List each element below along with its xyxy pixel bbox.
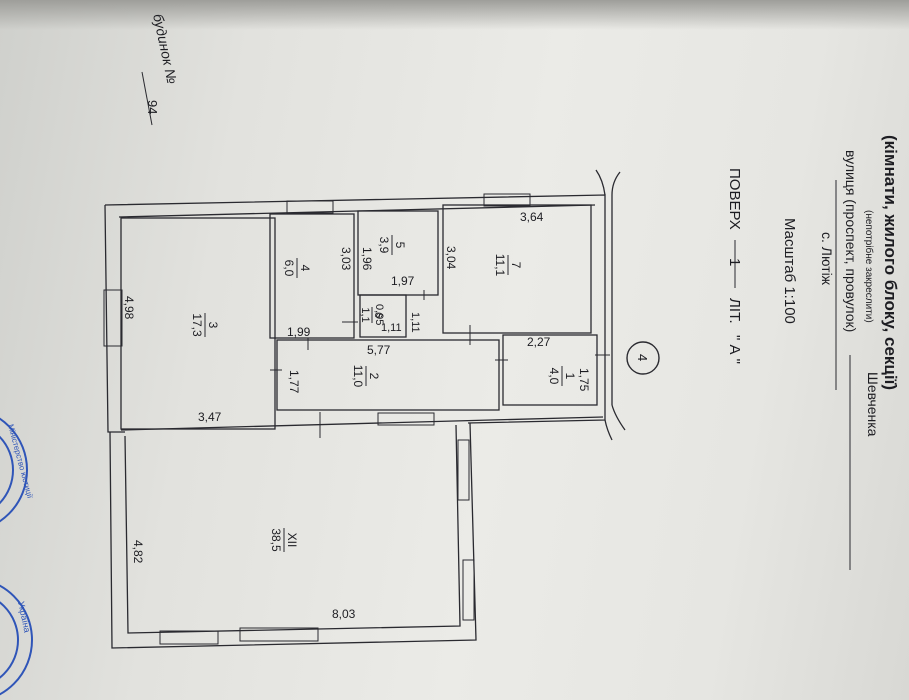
dim-111a: 1,11 xyxy=(381,322,402,334)
room-1-area: 4,0 xyxy=(547,368,561,385)
dim-498: 4,98 xyxy=(122,296,136,320)
room-7-area: 11,1 xyxy=(493,254,507,277)
room-7-number: 7 xyxy=(509,262,523,269)
dim-227: 2,27 xyxy=(527,335,551,349)
plan-walls xyxy=(103,169,626,649)
building-label: будинок № xyxy=(150,12,180,85)
room-2-area: 11,0 xyxy=(351,365,365,388)
header-subtitle: (непотрібне закреслити) xyxy=(863,210,875,323)
room-4-outline xyxy=(269,213,355,339)
dim-095: 0,95 xyxy=(373,304,385,325)
stamp-bottom-text: Україна xyxy=(16,600,32,633)
document-header: (кімнати, жилого блоку, секції) (непотрі… xyxy=(141,12,900,570)
dimension-labels: 3,64 3,04 3,03 1,96 1,97 0,95 1,11 1,1 1 … xyxy=(122,210,591,621)
room-5-number: 5 xyxy=(393,242,407,249)
room-2-number: 2 xyxy=(367,373,381,380)
scale-label: Масштаб 1:100 xyxy=(781,218,798,324)
floor-number: 1 xyxy=(726,258,743,266)
window xyxy=(462,559,475,621)
section-marker: 4 xyxy=(626,341,660,375)
room-4-area: 6,0 xyxy=(282,260,296,277)
room-xii-area: 38,5 xyxy=(269,528,283,552)
room-1-outline xyxy=(502,334,598,406)
room-2-outline xyxy=(276,339,500,411)
room-7: 7 11,1 xyxy=(493,254,523,277)
room-labels: 7 11,1 5 3,9 4 6,0 3 17,3 6 1,1 1 4,0 xyxy=(190,235,577,552)
dim-803: 8,03 xyxy=(332,607,356,621)
street-name: Шевченка xyxy=(865,372,881,437)
window xyxy=(286,200,334,214)
window xyxy=(159,630,219,645)
letter-label: ЛІТ. xyxy=(726,298,743,324)
room-3-number: 3 xyxy=(206,322,220,329)
room-6-area: 1,1 xyxy=(359,307,371,322)
dim-304: 3,04 xyxy=(444,246,458,270)
letter-value: " А " xyxy=(726,335,743,364)
dim-199: 1,99 xyxy=(287,325,311,339)
room-6-number: 6 xyxy=(372,312,384,318)
dim-577: 5,77 xyxy=(367,343,391,357)
page-edge-shadow xyxy=(0,0,909,30)
settlement-name: с. Лютіж xyxy=(819,232,835,286)
dim-303: 3,03 xyxy=(339,247,353,271)
room-2: 2 11,0 xyxy=(351,365,381,388)
room-3: 3 17,3 xyxy=(190,313,220,337)
room-4-number: 4 xyxy=(298,265,312,272)
dim-482: 4,82 xyxy=(131,540,145,564)
room-6: 6 1,1 xyxy=(359,307,384,323)
section-marker-number: 4 xyxy=(635,354,650,361)
dim-347: 3,47 xyxy=(198,410,222,424)
header-title: (кімнати, жилого блоку, секції) xyxy=(881,135,900,390)
room-1-number: 1 xyxy=(563,373,577,380)
dim-196: 1,96 xyxy=(360,247,374,271)
room-3-outline xyxy=(120,217,276,430)
room-1: 1 4,0 xyxy=(547,366,577,386)
building-number: 94 xyxy=(145,100,160,114)
room-7-outline xyxy=(442,204,592,334)
window xyxy=(103,289,123,347)
room-5-area: 3,9 xyxy=(377,237,391,254)
room-xii: XII 38,5 xyxy=(269,528,299,552)
dim-177: 1,77 xyxy=(287,370,301,394)
window xyxy=(457,439,470,501)
room-4: 4 6,0 xyxy=(282,258,312,278)
room-3-area: 17,3 xyxy=(190,313,204,337)
dim-364: 3,64 xyxy=(520,210,544,224)
dim-111b: 1,11 xyxy=(409,312,421,333)
dim-197: 1,97 xyxy=(391,274,415,288)
building-underline xyxy=(141,71,153,126)
room-6-outline xyxy=(359,294,407,338)
stamp-bottom: Україна xyxy=(0,584,33,696)
room-5: 5 3,9 xyxy=(377,235,407,255)
window xyxy=(377,412,435,426)
window xyxy=(483,193,531,207)
dim-175: 1,75 xyxy=(577,368,591,392)
street-label: вулиця (проспект, провулок) xyxy=(843,150,859,332)
window xyxy=(239,627,319,642)
stamp-top: Міністерство юстиції xyxy=(0,417,35,523)
room-xii-number: XII xyxy=(285,533,299,548)
floor-label: ПОВЕРХ xyxy=(726,168,743,230)
